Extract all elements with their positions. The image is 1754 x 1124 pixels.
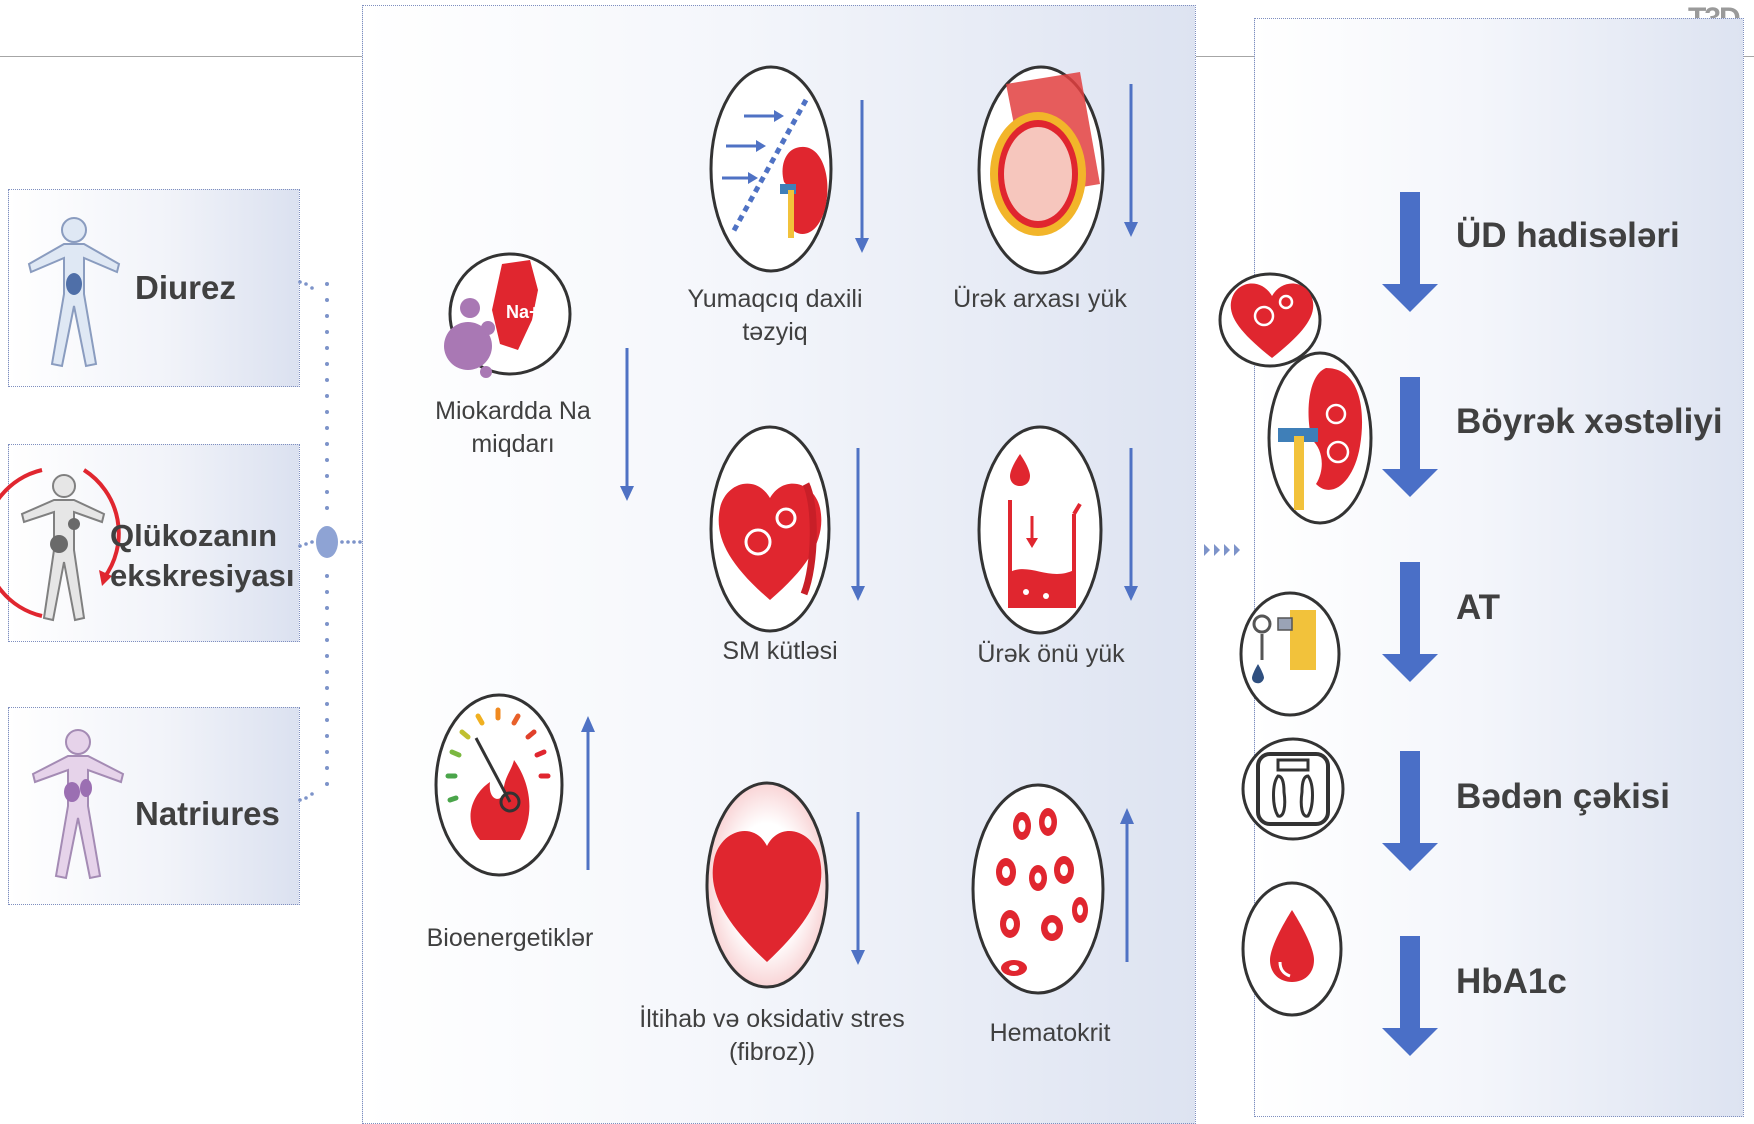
- preload-label: Ürək önü yük: [936, 638, 1166, 671]
- cv-events-arrow-down: [1382, 192, 1438, 314]
- lv-mass-arrow-down: [846, 448, 870, 604]
- blood-pressure-icon: [1238, 590, 1342, 718]
- hematocrit-label: Hematokrit: [940, 1017, 1160, 1050]
- blood-pressure-arrow-down: [1382, 562, 1438, 684]
- left-connector-dots: [290, 270, 370, 820]
- inflammation-label-line1: İltihab və oksidativ stres: [612, 1003, 932, 1036]
- red-blood-cells-icon: [970, 782, 1106, 996]
- glomerular-pressure-label-line1: Yumaqcıq daxili: [660, 283, 890, 316]
- human-figure-gears-icon: [14, 458, 114, 628]
- natriuresis-label: Natriures: [135, 795, 280, 833]
- heart-sodium-icon: Na+: [440, 250, 580, 385]
- glomerular-pressure-arrow-down: [850, 100, 874, 256]
- svg-text:Na+: Na+: [506, 302, 540, 322]
- beaker-drop-icon: [976, 424, 1104, 636]
- preload-arrow-down: [1119, 448, 1143, 604]
- myocardium-na-arrow-down: [615, 348, 639, 503]
- blood-drop-icon: [1240, 880, 1344, 1018]
- myocardium-na-label-line1: Miokardda Na: [418, 395, 608, 428]
- heart-gears-icon: [708, 424, 832, 634]
- body-weight-label: Bədən çəkisi: [1456, 777, 1670, 817]
- kidney-filter-icon: [708, 64, 834, 274]
- kidney-disease-arrow-down: [1382, 377, 1438, 499]
- myocardium-na-label-line2: miqdarı: [418, 428, 608, 461]
- kidney-disease-label: Böyrək xəstəliyi: [1456, 402, 1723, 442]
- right-connector-dots: [1200, 540, 1256, 560]
- lv-mass-label: SM kütləsi: [680, 635, 880, 668]
- hba1c-label: HbA1c: [1456, 962, 1567, 1002]
- kidney-gears-icon: [1266, 350, 1374, 526]
- cv-events-label: ÜD hadisələri: [1456, 216, 1680, 256]
- hba1c-arrow-down: [1382, 936, 1438, 1058]
- human-figure-kidney-icon: [24, 214, 124, 374]
- gauge-flame-icon: [432, 690, 566, 880]
- bioenergetics-arrow-up: [576, 716, 600, 872]
- inflammation-arrow-down: [846, 812, 870, 968]
- weighing-scale-icon: [1240, 736, 1346, 842]
- blood-pressure-label: AT: [1456, 588, 1500, 628]
- heart-icon: [704, 780, 830, 990]
- inflammation-label-line2: (fibroz)): [612, 1036, 932, 1069]
- bioenergetics-label: Bioenergetiklər: [400, 922, 620, 955]
- diuresis-label: Diurez: [135, 269, 236, 307]
- hematocrit-arrow-up: [1115, 808, 1139, 964]
- glucose-excretion-label-line1: Qlükozanın: [110, 518, 277, 554]
- header-rule-mid: [1196, 56, 1254, 57]
- afterload-label: Ürək arxası yük: [920, 283, 1160, 316]
- glomerular-pressure-label-line2: təzyiq: [660, 316, 890, 349]
- afterload-arrow-down: [1119, 84, 1143, 240]
- artery-cross-section-icon: [976, 64, 1106, 276]
- human-figure-purple-icon: [28, 726, 128, 886]
- glucose-excretion-label-line2: ekskresiyası: [110, 558, 294, 594]
- body-weight-arrow-down: [1382, 751, 1438, 873]
- header-rule-left: [0, 56, 362, 57]
